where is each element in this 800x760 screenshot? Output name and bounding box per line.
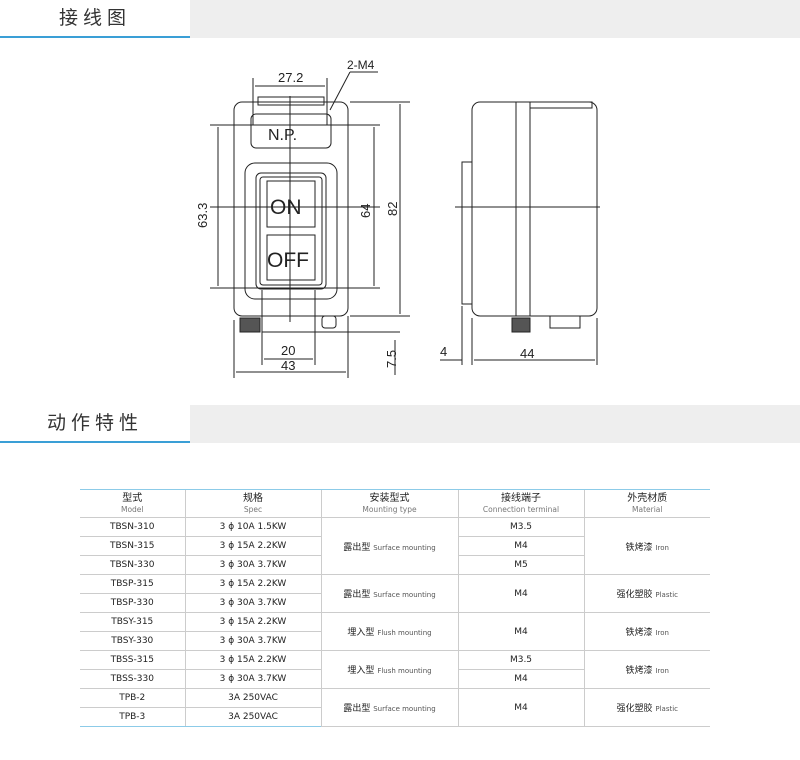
mounting-cell: 埋入型 Flush mounting [320,650,458,689]
model-cell: TBSN-310 [80,517,185,537]
table-row: TBSS-330 3 ϕ 30A 3.7KW M4 [80,669,710,689]
spec-cell: 3 ϕ 15A 2.2KW [184,536,321,556]
model-cell: TBSP-315 [80,574,185,594]
on-label: ON [270,196,302,219]
dim-82: 82 [385,202,400,216]
table-row: TBSY-330 3 ϕ 30A 3.7KW [80,631,710,651]
section-header-wiring: 接线图 [0,0,800,38]
dim-7-5: 7.5 [384,350,399,368]
mounting-cell: 露出型 Surface mounting [320,574,458,613]
terminal-screw [239,317,261,333]
table-row: TBSN-330 3 ϕ 30A 3.7KW M5 [80,555,710,575]
front-body [233,101,349,317]
table-row: TPB-2 3A 250VAC 露出型 Surface mounting M4 … [80,688,710,727]
mounting-cell: 埋入型 Flush mounting [320,612,458,651]
material-cell: 铁烤漆 Iron [583,612,710,651]
header-band [190,0,800,38]
spec-cell: 3 ϕ 15A 2.2KW [184,650,321,670]
material-cell: 铁烤漆 Iron [583,517,710,575]
model-cell: TPB-3 [80,707,185,727]
model-cell: TBSS-330 [80,669,185,689]
terminal-cell: M5 [457,555,584,575]
table-row: TPB-3 3A 250VAC [80,707,710,727]
material-cell: 强化塑胶 Plastic [583,574,710,613]
dim-64: 64 [358,204,373,218]
spec-cell: 3 ϕ 30A 3.7KW [184,555,321,575]
model-cell: TBSS-315 [80,650,185,670]
dim-2-m4: 2-M4 [347,58,375,72]
table-row: TBSN-310 3 ϕ 10A 1.5KW 露出型 Surface mount… [80,517,710,575]
table-row: TBSN-315 3 ϕ 15A 2.2KW M4 [80,536,710,556]
terminal-cell: M4 [457,669,584,689]
mounting-cell: 露出型 Surface mounting [320,688,458,727]
terminal-cell: M3.5 [457,517,584,537]
table-row: TBSS-315 3 ϕ 15A 2.2KW 埋入型 Flush mountin… [80,650,710,689]
dim-27-2: 27.2 [278,70,303,85]
dim-63-3: 63.3 [195,203,210,228]
section-title: 接线图 [0,0,190,38]
nameplate [250,113,332,149]
dim-44: 44 [520,346,534,361]
dim-4: 4 [440,344,447,359]
model-cell: TBSP-330 [80,593,185,613]
terminal-cell: M4 [457,612,584,651]
top-tab [257,96,325,106]
button-frame [244,162,338,300]
material-cell: 铁烤漆 Iron [583,650,710,689]
table-row: TBSP-330 3 ϕ 30A 3.7KW [80,593,710,613]
spec-cell: 3 ϕ 10A 1.5KW [184,517,321,537]
model-cell: TBSN-330 [80,555,185,575]
terminal-cell: M4 [457,574,584,613]
model-cell: TBSY-330 [80,631,185,651]
section-header-characteristics: 动作特性 [0,405,800,443]
spec-cell: 3 ϕ 30A 3.7KW [184,631,321,651]
spec-cell: 3 ϕ 15A 2.2KW [184,574,321,594]
wiring-diagram: 27.2 2-M4 63.3 64 82 20 43 7.5 4 44 N.P.… [195,58,600,378]
header-band [190,405,800,443]
dim-20: 20 [281,343,295,358]
terminal-cell: M4 [457,536,584,556]
spec-cell: 3A 250VAC [184,707,321,727]
spec-cell: 3 ϕ 30A 3.7KW [184,593,321,613]
model-cell: TPB-2 [80,688,185,708]
table-row: TBSY-315 3 ϕ 15A 2.2KW 埋入型 Flush mountin… [80,612,710,651]
dim-43: 43 [281,358,295,373]
model-cell: TBSN-315 [80,536,185,556]
off-label: OFF [267,249,309,272]
spec-cell: 3 ϕ 30A 3.7KW [184,669,321,689]
side-body [471,101,598,317]
material-cell: 强化塑胶 Plastic [583,688,710,727]
section-title: 动作特性 [0,405,190,443]
terminal-cell: M3.5 [457,650,584,670]
spec-cell: 3 ϕ 15A 2.2KW [184,612,321,632]
spec-cell: 3A 250VAC [184,688,321,708]
terminal-cell: M4 [457,688,584,727]
mounting-cell: 露出型 Surface mounting [320,517,458,575]
table-row: TBSP-315 3 ϕ 15A 2.2KW 露出型 Surface mount… [80,574,710,613]
model-cell: TBSY-315 [80,612,185,632]
np-label: N.P. [268,127,297,144]
